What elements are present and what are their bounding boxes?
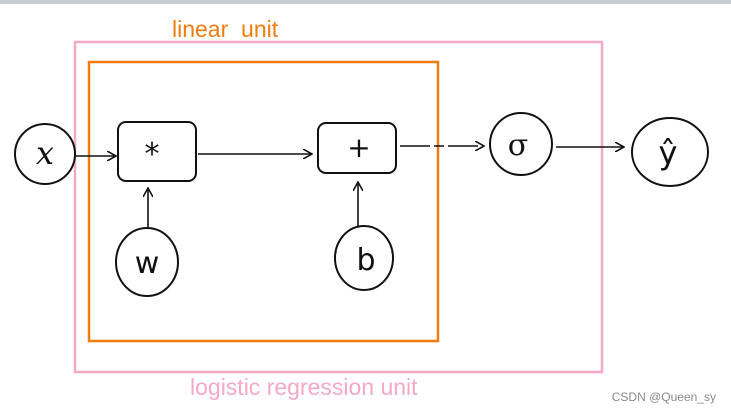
multiply-label: * [145,137,160,172]
add-label: + [347,131,370,164]
add-node [317,122,397,174]
output-y-node [631,117,709,187]
input-x-node [14,123,76,185]
logistic-regression-box [73,40,604,374]
multiply-node [117,121,197,182]
sigmoid-label: σ [508,128,528,163]
output-y-label: ŷ [659,134,678,172]
linear-unit-label: linear unit [172,16,279,42]
weight-w-label: w [135,246,160,281]
logistic-regression-label: logistic regression unit [190,374,418,400]
window-top-border [0,0,731,4]
input-x-label: x [36,134,54,172]
linear-unit-box [87,60,440,343]
bias-b-node [334,225,394,291]
watermark: CSDN @Queen_sy [612,390,716,404]
sigmoid-node [489,112,553,176]
weight-w-node [115,227,179,297]
bias-b-label: b [356,243,375,278]
